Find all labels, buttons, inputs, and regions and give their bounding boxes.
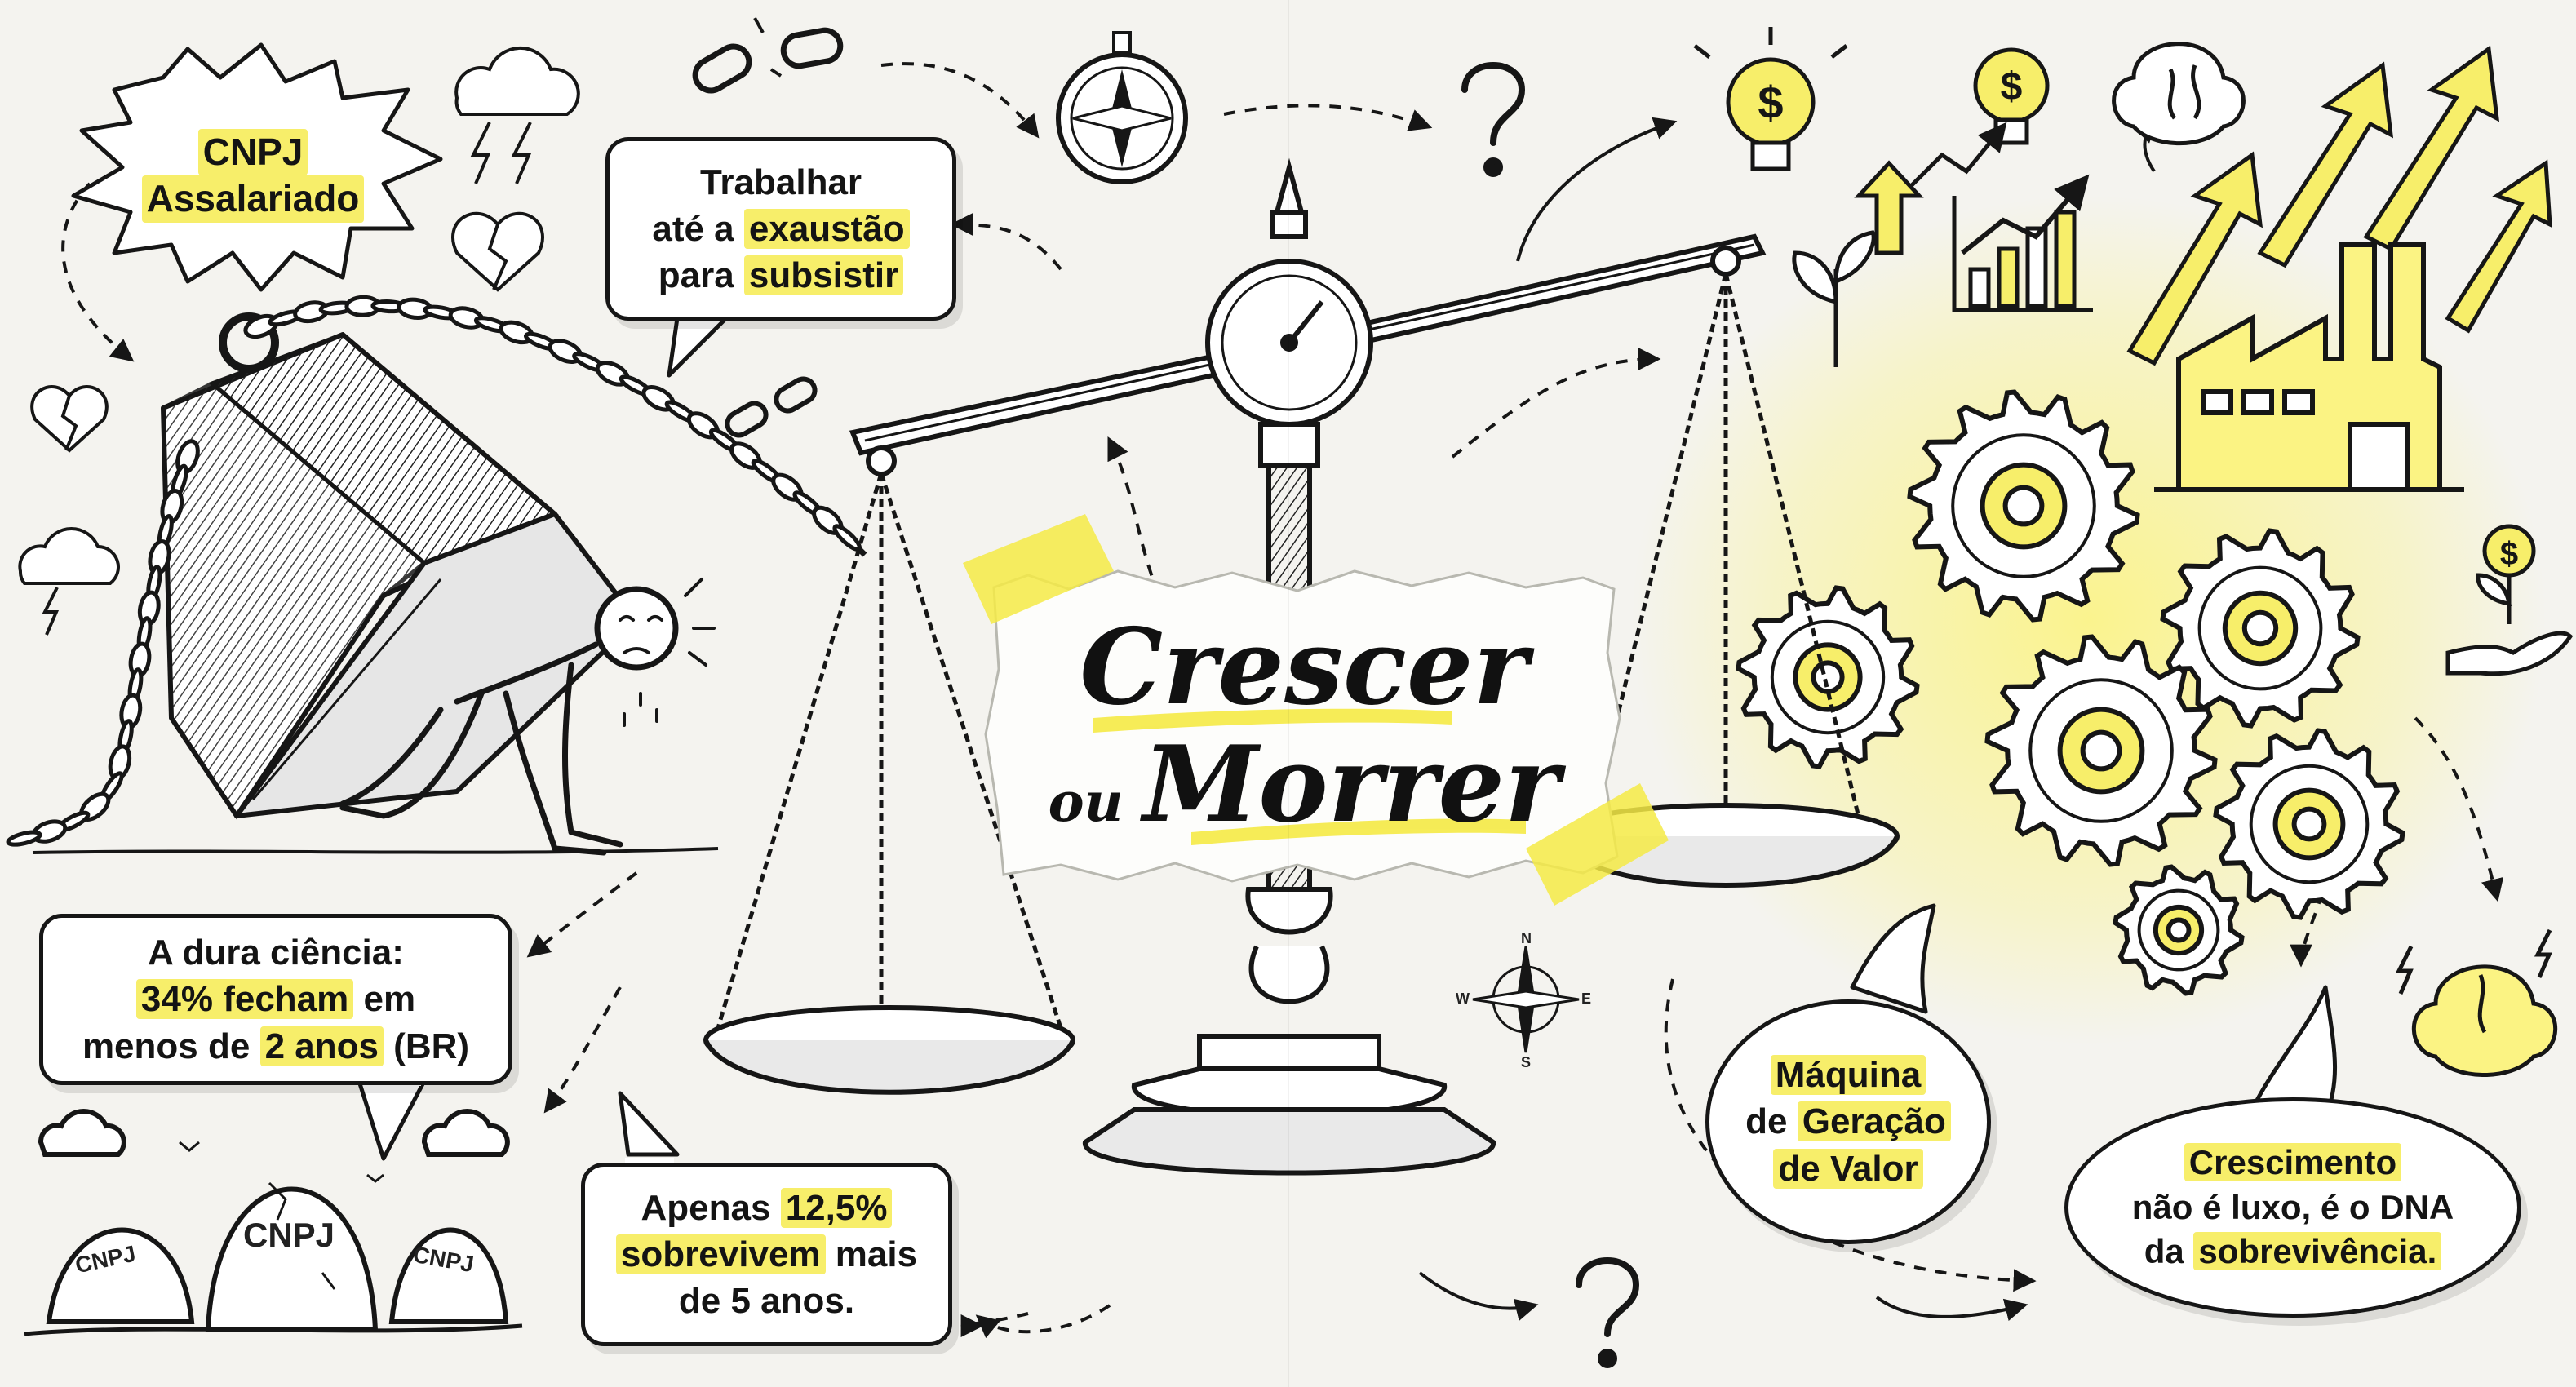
bubble-survive-line-1: Apenas 12,5% [641,1185,893,1231]
sprout-icon [1792,230,1876,367]
connector-chain-compass [880,62,1040,139]
compass-letter-e: E [1581,990,1592,1007]
connector-base-survive [960,1312,1029,1337]
gear-hub [2166,917,2192,943]
starburst-label: CNPJ Assalariado [122,114,384,237]
gear-hub [2291,806,2327,842]
title-row-2: ou Morrer [1049,733,1560,837]
gear-hub [2028,678,2174,823]
starburst-line-1: CNPJ [197,128,308,175]
main-title: Crescer ou Morrer [994,571,1614,881]
gear-hub [2002,485,2045,527]
title-word-morrer: Morrer [1142,724,1560,846]
bubble-work-line-3: para subsistir [658,252,904,299]
gear-hub [2080,729,2122,772]
broken-chain-icon [692,17,844,94]
gear-cluster [1736,389,2405,996]
ground-line [32,847,719,854]
broken-chain-icon [725,376,818,438]
broken-heart-icon [451,211,544,292]
compass-letter-s: S [1521,1054,1532,1070]
connector-stats-tomb [543,986,622,1114]
connector-bottom-growth [1664,978,2037,1292]
compass-icon [1056,31,1188,184]
connector-starburst-weight [61,182,135,362]
connector-scale-bubble [950,213,1062,271]
lightbulb-dollar-icon: $ [1973,47,2050,145]
gear-hub [2249,764,2370,884]
graveyard [24,1108,523,1336]
page-fold [1288,0,1289,1387]
connector-scale-right [1451,348,1661,459]
broken-heart-icon [30,385,109,453]
connector-scale-stats [526,871,638,958]
connector-gear-right [2414,716,2504,902]
bubble-machine-line-2: de Geração [1745,1098,1951,1145]
dashed-connectors [61,62,2504,1339]
starburst-line-2: Assalariado [141,175,365,223]
bubble-work-line-2: até a exaustão [652,206,910,252]
bubble-stats-line-3: menos de 2 anos (BR) [82,1026,470,1066]
gear-hub [2197,565,2323,691]
bubble-growth: Crescimento não é luxo, é o DNA da sobre… [2064,1097,2521,1318]
compass-rose-icon [1472,946,1580,1053]
chain-links [6,295,862,847]
bubble-survive: Apenas 12,5% sobrevivem mais de 5 anos. [581,1163,952,1346]
growth-arrow-icon [1854,122,2007,255]
storm-cloud-icon [454,47,580,184]
gear-hub [2241,609,2279,647]
connector-compass-question [1223,104,1433,131]
svg-text:$: $ [2001,65,2023,109]
bubble-growth-line-1: Crescimento [2184,1141,2402,1185]
bubble-stats-line-2: 34% fecham em [135,976,415,1022]
chain-link [6,830,42,847]
question-mark-icon [1461,62,1526,177]
svg-text:$: $ [1758,77,1783,128]
storm-cloud-icon [18,527,120,636]
bubble-survive-line-3: de 5 anos. [678,1281,855,1322]
lightbulb-dollar-icon: $ [1693,27,1848,171]
factory-icon [2154,242,2464,492]
compass-letter-n: N [1521,930,1532,946]
bubble-stats: A dura ciência: 34% fecham em menos de 2… [39,914,512,1085]
bubble-growth-line-3: da sobrevivência. [2144,1230,2442,1274]
title-underline [1093,708,1526,845]
gear-hub [2137,888,2220,972]
gear-hub [1951,433,2096,578]
bubble-work: Trabalhar até a exaustão para subsistir [605,137,956,321]
bubble-stats-line-1: A dura ciência: [148,933,404,973]
bubble-machine-line-3: de Valor [1773,1145,1923,1192]
title-word-ou: ou [1048,770,1124,834]
bubble-work-line-1: Trabalhar [699,162,862,202]
brain-lightning-icon [2395,928,2558,1077]
question-mark-icon [1576,1257,1640,1368]
title-word-crescer: Crescer [1080,606,1528,729]
bubble-machine: Máquina de Geração de Valor [1705,999,1991,1244]
compass-letter-w: W [1456,990,1470,1007]
yellow-tape [963,514,1669,906]
tombstone-label: CNPJ [243,1216,335,1254]
bar-chart-up-icon [1952,174,2093,312]
bubble-machine-line-1: Máquina [1770,1052,1926,1098]
money-plant-hand-icon: $ [2445,524,2574,676]
bubble-tails [357,316,2337,1161]
bubble-growth-line-2: não é luxo, é o DNA [2131,1187,2454,1226]
svg-text:$: $ [2500,536,2518,572]
connector-scale-mid [1107,436,1160,596]
solid-arrows [1418,117,2157,1322]
gear-hub [1770,619,1886,735]
chained-weight [161,312,639,820]
exhausted-stick-figure [339,578,716,856]
yellow-growth-arrows [2126,45,2552,366]
gear-hub [1811,660,1845,694]
brain-icon [2112,42,2246,146]
bubble-survive-line-2: sobrevivem mais [615,1231,917,1278]
